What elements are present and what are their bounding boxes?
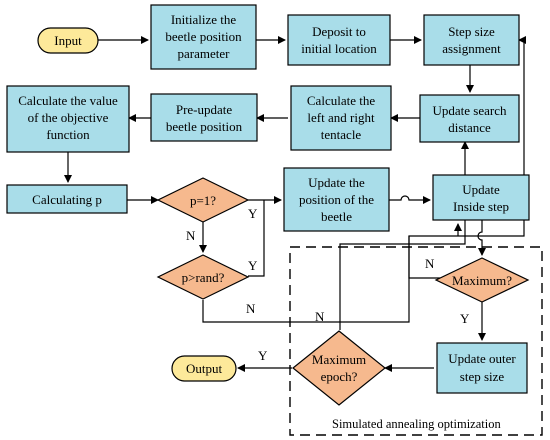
pre-update-line-2: beetle position: [166, 119, 243, 134]
calc-tentacle-line-1: Calculate the: [307, 93, 375, 108]
step-assign-line-1: Step size: [448, 24, 495, 39]
step-assign-line-2: assignment: [442, 41, 501, 56]
step-assign-box: [423, 14, 520, 66]
init-box: [150, 4, 257, 70]
calc-obj-box: [6, 85, 130, 153]
calc-tentacle-box: [290, 85, 392, 151]
update-pos-line-3: beetle: [321, 209, 352, 224]
update-inside-box: [432, 174, 530, 221]
maximum-decision: [434, 257, 530, 303]
update-search-line-1: Update search: [433, 103, 507, 118]
calc-tentacle-line-3: tentacle: [321, 127, 362, 142]
update-search-box: [419, 94, 520, 143]
max-epoch-decision: [292, 330, 386, 406]
epoch-no-label: N: [315, 309, 325, 324]
pgtrand-yes-label: Y: [248, 258, 258, 273]
calc-obj-line-1: Calculate the value: [18, 93, 118, 108]
init-line-1: Initialize the: [171, 12, 237, 27]
update-inside-line-2: Inside step: [453, 199, 509, 214]
maximum-no-label: N: [425, 256, 435, 271]
input-label: Input: [54, 33, 82, 48]
peq1-no-label: N: [186, 228, 196, 243]
init-line-3: parameter: [178, 46, 231, 61]
annealing-region: [289, 246, 543, 436]
maximum-label: Maximum?: [452, 273, 512, 288]
update-outer-box: [436, 342, 528, 394]
output-label: Output: [186, 361, 223, 376]
calc-p-box: [6, 184, 128, 214]
init-line-2: beetle position: [165, 29, 242, 44]
calc-obj-line-2: of the objective: [28, 110, 109, 125]
peq1-yes-label: Y: [248, 206, 258, 221]
update-outer-line-2: step size: [460, 369, 505, 384]
input-terminal: [37, 27, 99, 54]
deposit-line-2: initial location: [301, 41, 377, 56]
update-pos-box: [283, 167, 390, 232]
epoch-yes-label: Y: [258, 348, 268, 363]
output-terminal: [171, 355, 237, 382]
update-pos-line-2: position of the: [299, 192, 374, 207]
update-outer-line-1: Update outer: [448, 351, 516, 366]
update-search-line-2: distance: [448, 120, 491, 135]
pre-update-line-1: Pre-update: [176, 102, 233, 117]
p-eq-1-label: p=1?: [190, 193, 216, 208]
calc-tentacle-line-2: left and right: [307, 110, 375, 125]
deposit-box: [287, 14, 391, 66]
pgtrand-no-label: N: [246, 301, 256, 316]
p-gt-rand-decision: [156, 254, 250, 300]
max-epoch-line-2: epoch?: [321, 369, 358, 384]
maximum-yes-label: Y: [460, 311, 470, 326]
calc-obj-line-3: function: [46, 127, 90, 142]
update-inside-line-1: Update: [462, 182, 500, 197]
region-label: Simulated annealing optimization: [332, 417, 501, 431]
max-epoch-line-1: Maximum: [312, 352, 366, 367]
calc-p-label: Calculating p: [32, 192, 102, 207]
update-pos-line-1: Update the: [308, 175, 365, 190]
p-gt-rand-label: p>rand?: [182, 270, 225, 285]
pre-update-box: [150, 93, 258, 142]
p-eq-1-decision: [156, 177, 250, 223]
deposit-line-1: Deposit to: [312, 24, 366, 39]
